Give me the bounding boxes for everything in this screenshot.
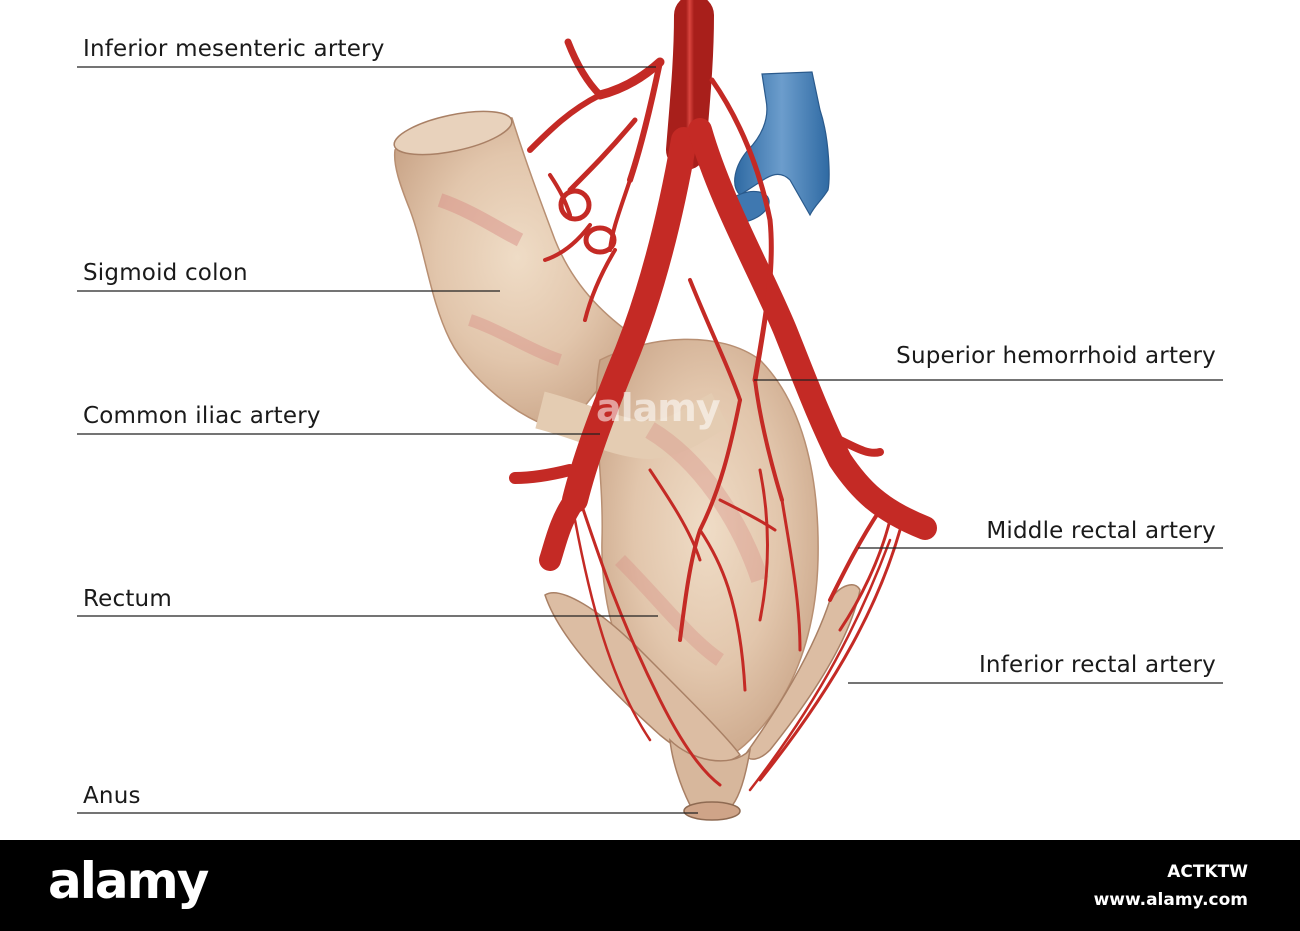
watermark: alamy (596, 386, 721, 430)
rectum-shape (535, 338, 819, 764)
label-rectum: Rectum (83, 586, 172, 612)
label-anus: Anus (83, 783, 141, 809)
arterial-tree (509, 0, 937, 792)
anus-opening (683, 801, 741, 821)
diagram-canvas: Inferior mesenteric artery Sigmoid colon… (77, 0, 1223, 821)
leader-lines (77, 66, 1223, 814)
image-id: ACTKTW (1167, 862, 1248, 882)
label-common-iliac-artery: Common iliac artery (83, 403, 321, 429)
anatomy-illustration (77, 0, 1223, 821)
brand-logo: alamy (48, 852, 209, 910)
label-inferior-mesenteric-artery: Inferior mesenteric artery (83, 36, 385, 62)
label-sigmoid-colon: Sigmoid colon (83, 260, 248, 286)
footer-bar (0, 840, 1300, 931)
left-levator-muscle (544, 592, 742, 763)
site-url: www.alamy.com (1093, 890, 1248, 910)
label-middle-rectal-artery: Middle rectal artery (986, 518, 1216, 544)
label-inferior-rectal-artery: Inferior rectal artery (978, 652, 1216, 678)
label-superior-hemorrhoid-artery: Superior hemorrhoid artery (896, 343, 1216, 369)
sigmoid-colon-shape (393, 110, 642, 431)
